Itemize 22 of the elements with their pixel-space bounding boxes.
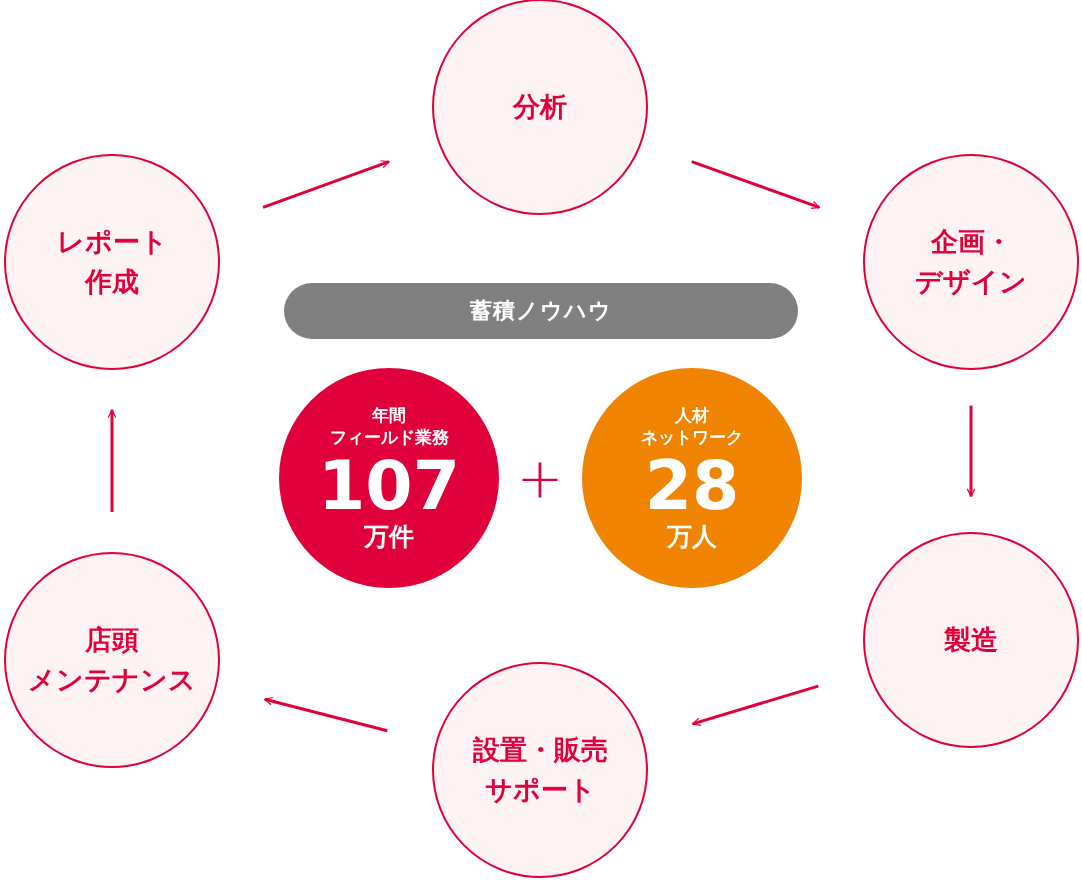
stat-caption: 年間	[372, 403, 406, 426]
stat-number: 28	[644, 452, 740, 521]
stat-caption: ネットワーク	[641, 426, 743, 449]
heading-pill: 蓄積ノウハウ	[284, 283, 798, 339]
stat-unit: 万件	[364, 522, 414, 553]
plus-sign: +	[516, 450, 564, 506]
arrow	[107, 409, 117, 512]
step-circle: 企画・デザイン	[863, 154, 1079, 370]
arrow	[966, 405, 976, 497]
step-circle: レポート作成	[4, 154, 220, 370]
arrow	[692, 684, 819, 726]
arrow	[264, 696, 388, 733]
stat-number: 107	[318, 452, 460, 521]
stat-unit: 万人	[667, 522, 717, 553]
step-circle: 分析	[432, 0, 648, 215]
stat-caption: フィールド業務	[329, 426, 449, 449]
arrow	[691, 160, 820, 209]
step-circle: 店頭メンテナンス	[4, 552, 220, 768]
step-circle: 製造	[863, 532, 1079, 748]
stat-caption: 人材	[675, 403, 709, 426]
arrow	[262, 160, 390, 209]
step-circle: 設置・販売サポート	[432, 662, 648, 878]
